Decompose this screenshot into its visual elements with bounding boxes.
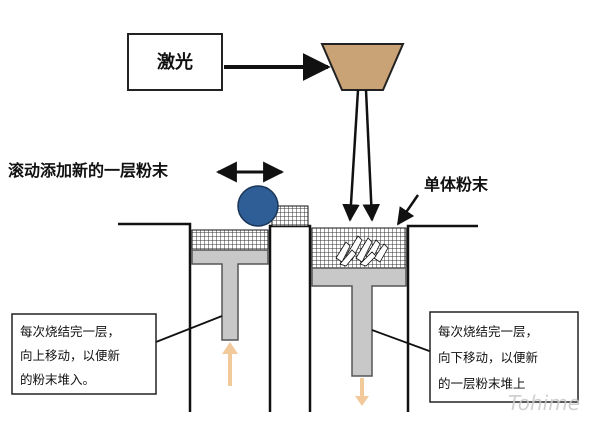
- right-powder-bed: [311, 227, 407, 269]
- laser-beam-2: [362, 89, 381, 222]
- laser-beam-1: [342, 89, 360, 222]
- right-piston: [311, 267, 407, 377]
- sintered-part: [335, 235, 389, 267]
- left-note-line-3: 的粉末堆入。: [20, 372, 95, 387]
- roller-ball: [237, 185, 279, 227]
- laser-label: 激光: [157, 51, 193, 73]
- left-piston: [191, 249, 269, 341]
- right-note-line-2: 向下移动，以便新: [438, 350, 538, 365]
- right-note-line-3: 的一层粉末堆上: [438, 376, 526, 391]
- left-powder-bed: [191, 229, 269, 251]
- machine-outline: [118, 222, 478, 412]
- left-up-arrowhead: [222, 342, 238, 354]
- roller-label: 滚动添加新的一层粉末: [8, 161, 169, 180]
- laser-head: [320, 43, 405, 91]
- right-note-box: [429, 311, 579, 403]
- right-callout-line: [371, 329, 433, 353]
- powder-arrow: [396, 194, 420, 226]
- watermark: Tohime: [508, 391, 580, 415]
- left-note-line-1: 每次烧结完一层，: [20, 324, 120, 339]
- right-note-line-1: 每次烧结完一层，: [438, 324, 538, 339]
- left-callout-line: [155, 315, 223, 343]
- right-down-arrowhead: [355, 396, 369, 406]
- laser-box: [127, 33, 223, 91]
- powder-label: 单体粉末: [424, 175, 489, 194]
- left-note-line-2: 向上移动，以便新: [20, 348, 120, 363]
- left-note-box: [11, 313, 157, 395]
